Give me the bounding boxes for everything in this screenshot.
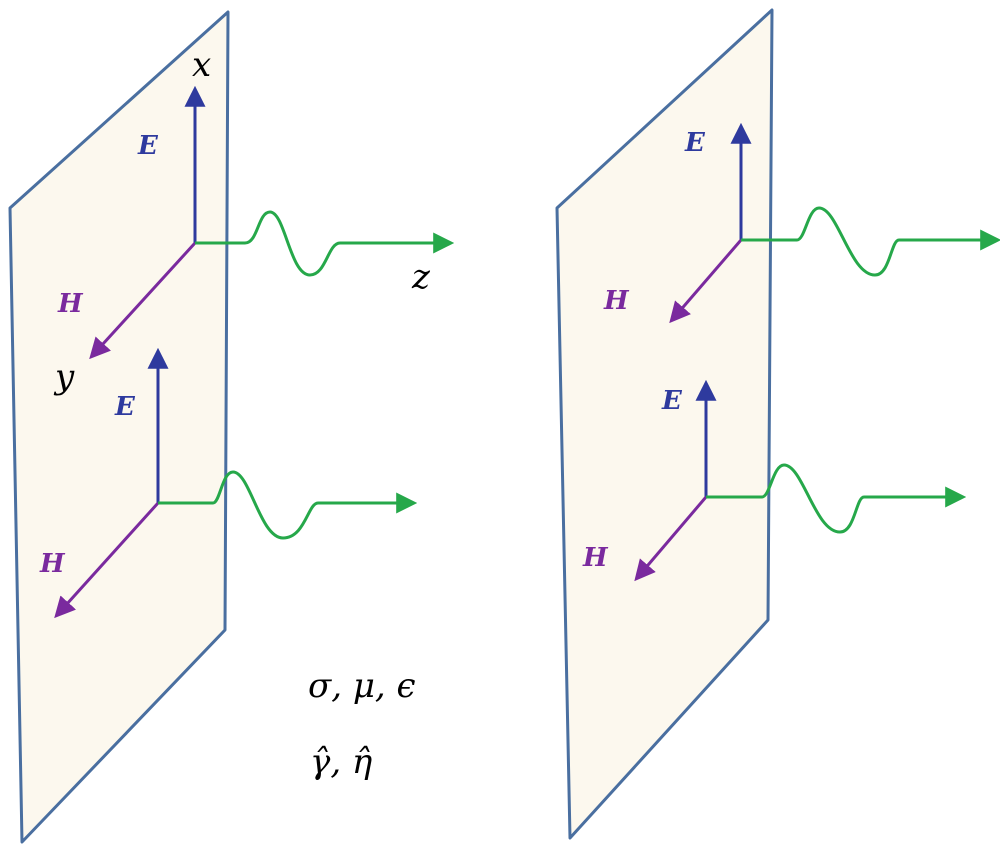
h-field-arrow bbox=[669, 239, 743, 324]
h-field-arrow bbox=[54, 501, 160, 619]
h-field-label: H bbox=[39, 549, 66, 579]
left-plane bbox=[8, 10, 230, 844]
y-axis-label: y bbox=[53, 357, 75, 397]
propagating-wave bbox=[158, 470, 418, 540]
propagating-wave bbox=[195, 210, 455, 277]
h-field-arrow bbox=[89, 241, 197, 360]
left-lower-field-group: E H bbox=[39, 347, 418, 619]
e-field-label: E bbox=[661, 386, 683, 416]
right-upper-field-group: E H bbox=[603, 122, 1000, 324]
propagation-params-label: γ̂, η̂ bbox=[310, 742, 373, 782]
h-field-label: H bbox=[582, 543, 609, 573]
right-plane bbox=[555, 8, 774, 840]
e-field-label: E bbox=[684, 128, 706, 158]
x-axis-label: x bbox=[192, 45, 211, 85]
propagating-wave bbox=[706, 463, 967, 534]
z-axis-label: z bbox=[411, 257, 431, 297]
e-field-label: E bbox=[114, 392, 136, 422]
h-field-arrow bbox=[634, 496, 708, 582]
h-field-label: H bbox=[603, 286, 630, 316]
h-field-label: H bbox=[57, 289, 84, 319]
e-field-label: E bbox=[137, 131, 159, 161]
right-lower-field-group: E H bbox=[582, 379, 967, 582]
medium-params-label: σ, μ, ϵ bbox=[308, 666, 416, 706]
propagating-wave bbox=[741, 206, 1000, 277]
left-upper-field-group: E H x y z bbox=[53, 45, 455, 397]
